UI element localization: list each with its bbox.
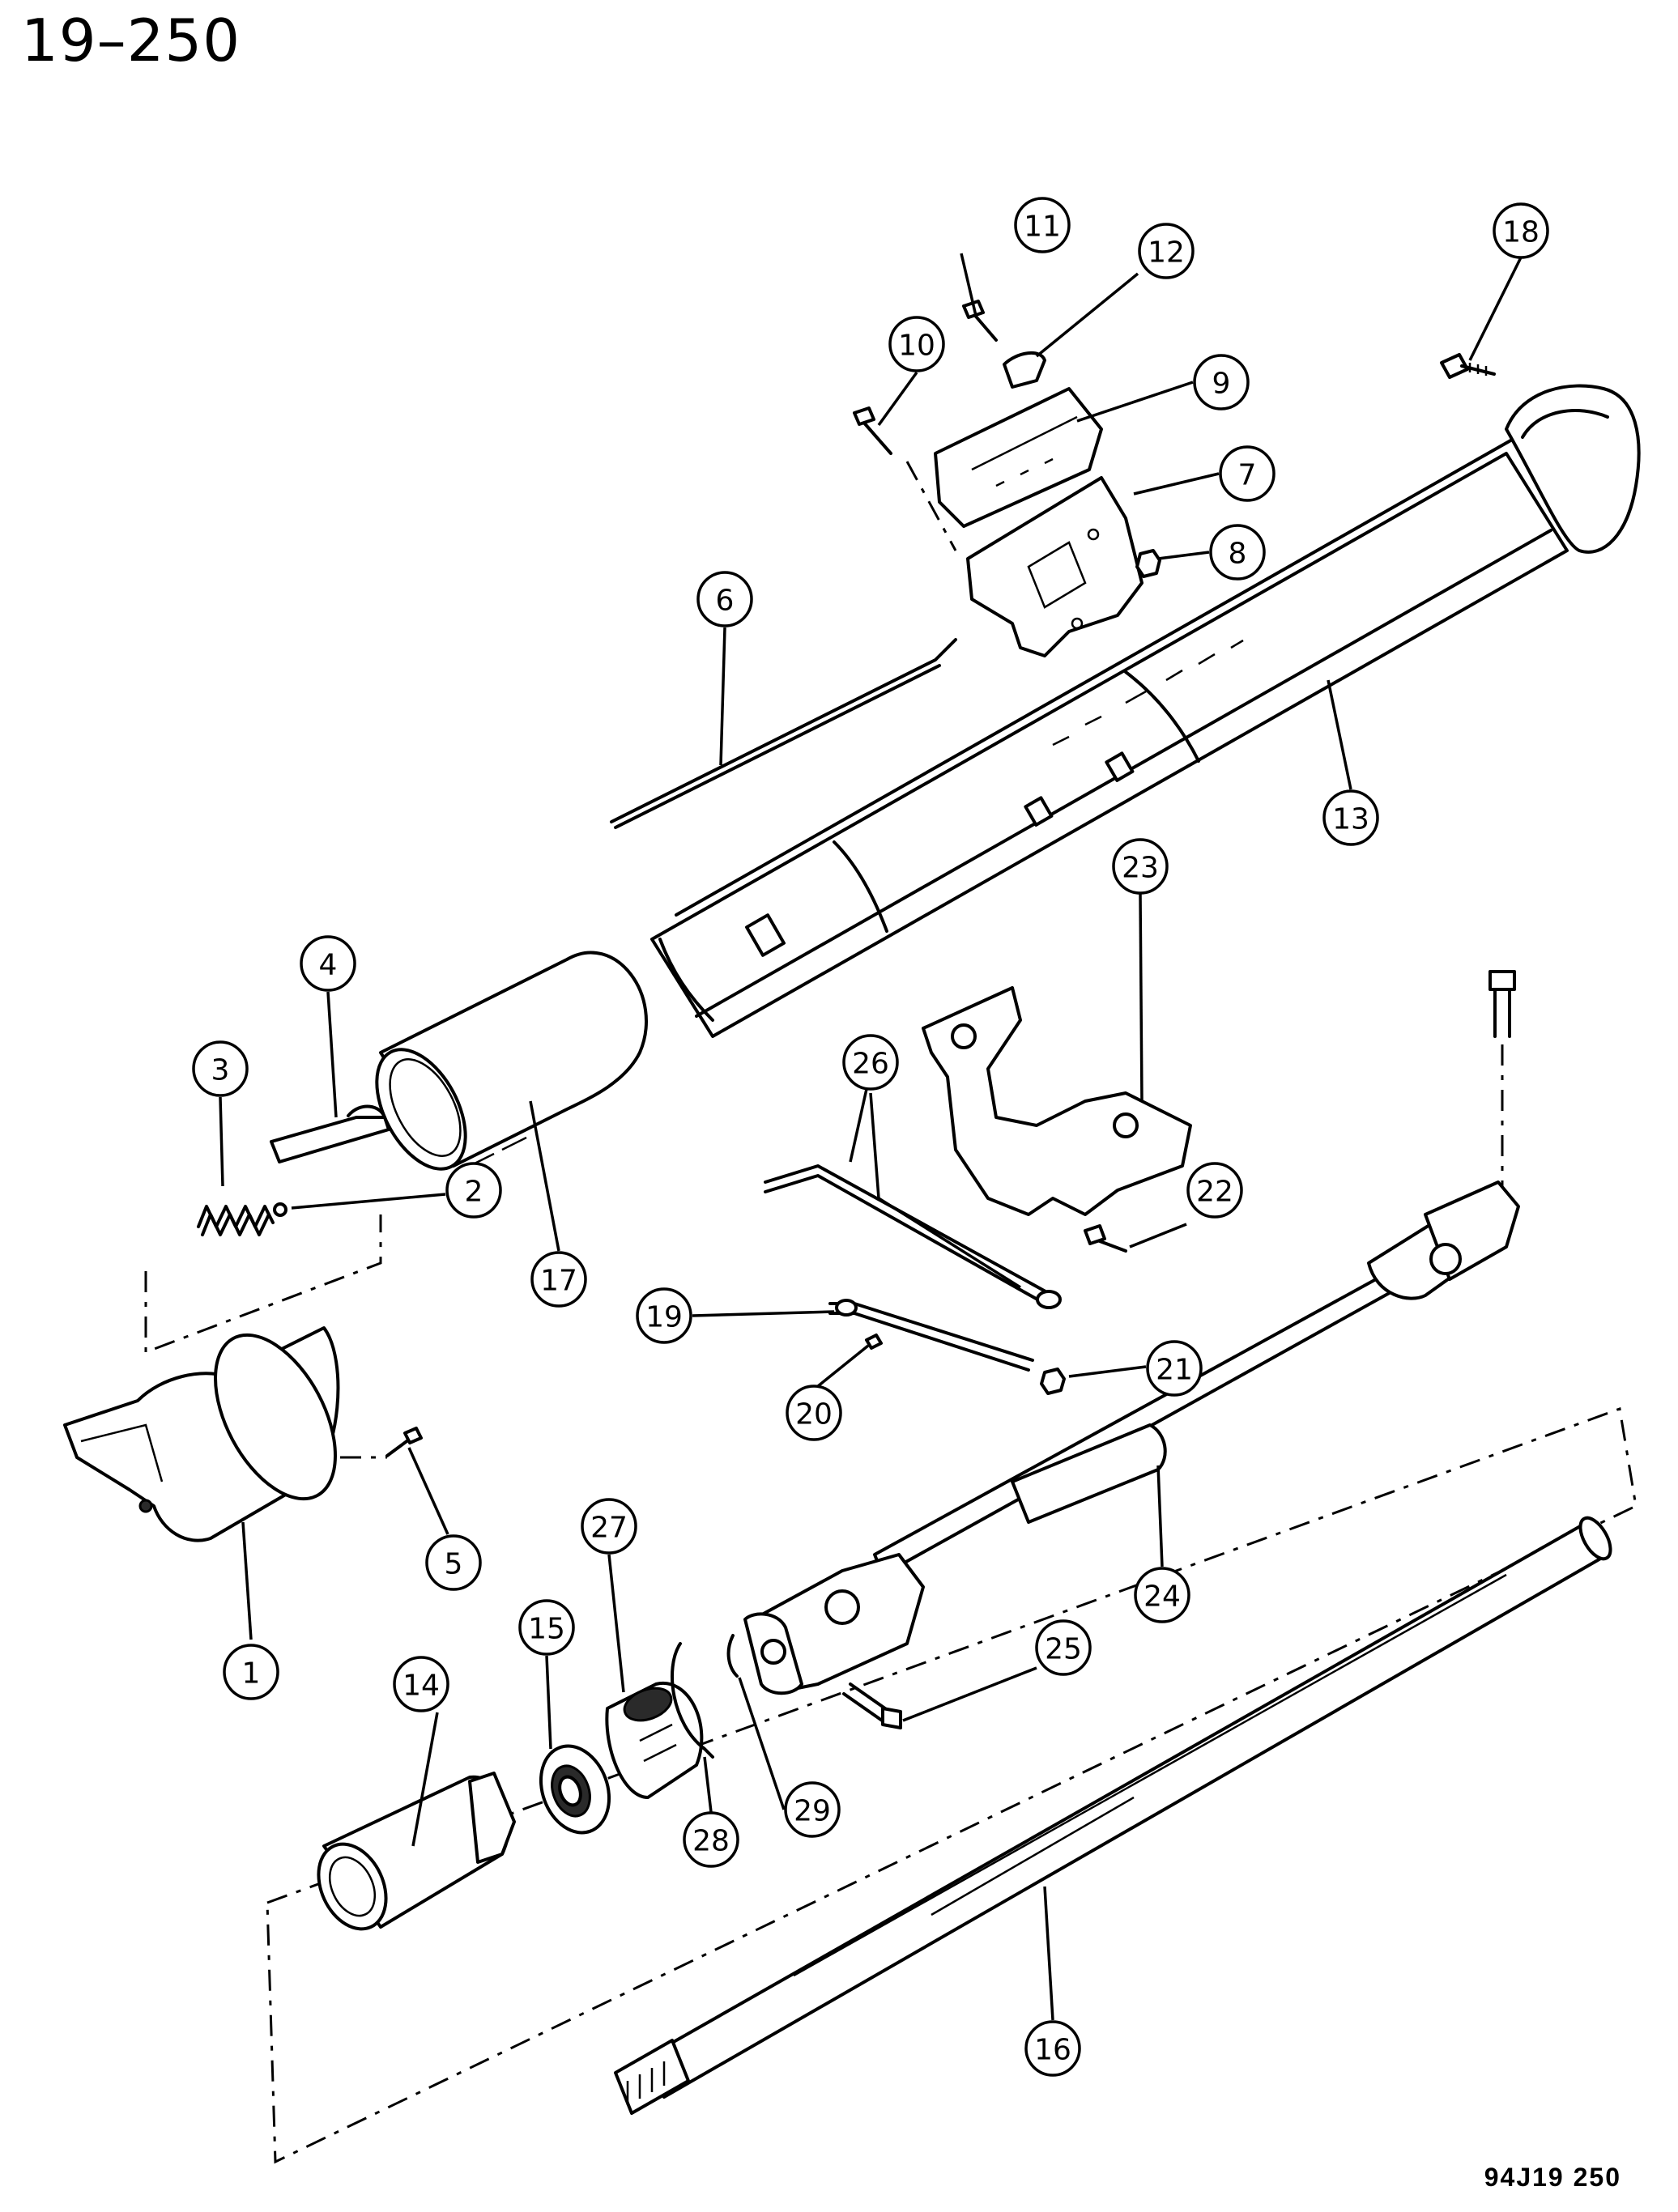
- bearing-15: [539, 1744, 611, 1835]
- callout-label: 17: [540, 1265, 577, 1298]
- callout-3: 3: [192, 1040, 249, 1097]
- screw-10: [853, 406, 892, 455]
- callout-23: 23: [1112, 838, 1169, 895]
- bushing-14: [317, 1772, 516, 1931]
- lock-bracket-7: [966, 476, 1144, 657]
- callout-29: 29: [784, 1781, 841, 1838]
- callout-label: 20: [795, 1398, 833, 1431]
- callout-label: 12: [1148, 236, 1185, 270]
- housing-1: [63, 1326, 340, 1542]
- callout-19: 19: [636, 1287, 692, 1344]
- callout-label: 25: [1045, 1633, 1082, 1666]
- intermediate-shaft-24: [743, 1180, 1520, 1695]
- callout-4: 4: [300, 935, 356, 992]
- screw-5: [385, 1427, 423, 1457]
- snap-ring-29: [726, 1634, 739, 1678]
- callout-12: 12: [1138, 223, 1195, 279]
- bolt-25: [842, 1682, 902, 1729]
- callout-24: 24: [1134, 1567, 1190, 1623]
- callout-label: 16: [1034, 2034, 1071, 2067]
- lever-4: [270, 1104, 390, 1163]
- ball-2: [273, 1202, 287, 1217]
- callout-label: 24: [1144, 1580, 1181, 1614]
- callout-label: 11: [1024, 211, 1061, 244]
- callout-20: 20: [786, 1385, 842, 1441]
- callout-21: 21: [1146, 1340, 1203, 1397]
- clip-12: [1003, 351, 1046, 389]
- steering-shaft-16: [614, 1516, 1612, 2115]
- callout-15: 15: [518, 1599, 575, 1656]
- callout-13: 13: [1322, 789, 1379, 846]
- page-title: 19–250: [21, 6, 241, 74]
- screw-20: [865, 1334, 883, 1350]
- callout-18: 18: [1493, 202, 1549, 259]
- brace-19: [828, 1299, 1034, 1372]
- nut-8: [1135, 549, 1161, 578]
- callout-label: 19: [645, 1301, 683, 1334]
- screw-11: [962, 300, 998, 342]
- callout-label: 13: [1332, 803, 1369, 836]
- callout-9: 9: [1193, 354, 1250, 410]
- callout-26: 26: [842, 1034, 899, 1091]
- spring-3: [197, 1205, 275, 1236]
- bolt-upper-shaft: [1488, 970, 1516, 1038]
- callout-22: 22: [1186, 1162, 1243, 1219]
- callout-28: 28: [683, 1811, 739, 1868]
- callout-label: 9: [1212, 368, 1231, 401]
- callout-label: 26: [852, 1048, 889, 1081]
- nut-21: [1040, 1368, 1066, 1395]
- callout-label: 29: [794, 1795, 831, 1828]
- callout-label: 22: [1196, 1176, 1233, 1209]
- callout-6: 6: [696, 571, 753, 627]
- callout-label: 8: [1229, 538, 1247, 571]
- callout-5: 5: [425, 1534, 482, 1591]
- mounting-bracket-23: [922, 986, 1192, 1216]
- callout-27: 27: [581, 1498, 637, 1555]
- bolt-18: [1440, 353, 1496, 379]
- callout-label: 23: [1122, 852, 1159, 885]
- leader-lines: [219, 253, 1523, 2021]
- callout-10: 10: [888, 316, 945, 372]
- callout-label: 1: [242, 1657, 261, 1691]
- callout-25: 25: [1035, 1619, 1092, 1676]
- callout-14: 14: [393, 1656, 449, 1712]
- callout-label: 28: [692, 1825, 730, 1858]
- callout-2: 2: [445, 1162, 502, 1219]
- callout-17: 17: [530, 1251, 587, 1308]
- callout-label: 14: [402, 1670, 440, 1703]
- sleeve-17: [375, 951, 648, 1171]
- figure-code: 94J19 250: [1484, 2163, 1621, 2192]
- brace-26: [764, 1164, 1062, 1309]
- callout-label: 18: [1502, 216, 1540, 249]
- callout-7: 7: [1219, 445, 1276, 502]
- callout-label: 6: [716, 585, 735, 618]
- bolt-22: [1084, 1224, 1127, 1253]
- snap-ring-28: [671, 1642, 714, 1759]
- callout-label: 10: [898, 330, 935, 363]
- callout-label: 15: [528, 1613, 565, 1646]
- callout-8: 8: [1209, 524, 1266, 581]
- callout-label: 5: [445, 1548, 463, 1581]
- callout-16: 16: [1024, 2020, 1081, 2077]
- callout-label: 3: [211, 1054, 230, 1087]
- ignition-switch-9: [934, 387, 1103, 528]
- callout-label: 2: [465, 1176, 483, 1209]
- callout-label: 27: [590, 1512, 628, 1545]
- retainer-27: [605, 1681, 704, 1799]
- callout-label: 21: [1156, 1354, 1193, 1387]
- callout-label: 7: [1238, 459, 1257, 492]
- shift-rod-6: [610, 638, 957, 829]
- callout-11: 11: [1014, 197, 1071, 253]
- callout-label: 4: [319, 949, 338, 982]
- callout-1: 1: [223, 1644, 279, 1700]
- column-jacket-13: [650, 384, 1641, 1038]
